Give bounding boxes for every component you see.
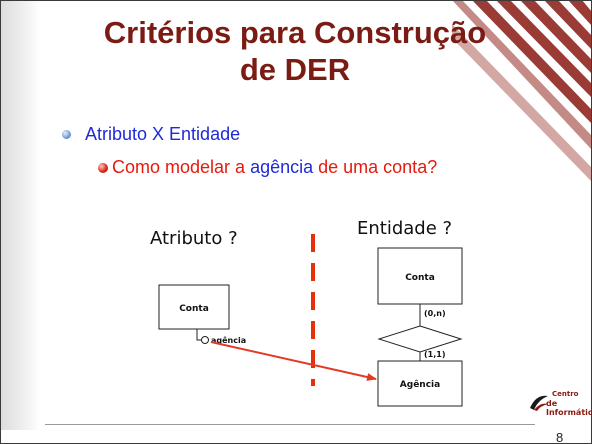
bullet-1-text: Atributo X Entidade	[85, 124, 241, 144]
entity-heading: Entidade ?	[357, 218, 453, 239]
bullet-2-part-1: Como modelar a	[112, 157, 251, 177]
slide-title: Critérios para Construção de DER	[60, 14, 530, 88]
right-top-entity-label: Conta	[405, 273, 435, 283]
attribute-circle-icon	[201, 336, 209, 344]
bullet-2-text: Como modelar a agência de uma conta?	[112, 157, 437, 178]
bullet-2-highlight: agência	[250, 157, 314, 177]
title-line-1: Critérios para Construção	[103, 15, 487, 50]
left-gradient-bar	[0, 0, 40, 430]
attribute-heading: Atributo ?	[150, 228, 238, 249]
left-entity-label: Conta	[179, 304, 209, 314]
title-line-2: de DER	[239, 52, 351, 87]
blue-bullet-icon	[62, 130, 71, 139]
footer-divider	[45, 424, 535, 425]
right-bottom-entity-label: Agência	[400, 379, 440, 390]
attribute-connector	[196, 329, 202, 341]
logo-text: Centro de Informática	[546, 390, 592, 417]
bullet-2-part-2: de uma conta?	[313, 157, 438, 177]
attribute-label: agência	[211, 335, 246, 345]
logo-line-1: Centro	[552, 390, 579, 398]
left-entity-conta	[158, 284, 230, 330]
page-number: 8	[556, 430, 564, 444]
conversion-arrow	[210, 341, 377, 381]
centro-de-informatica-logo: Centro de Informática	[528, 388, 592, 417]
cardinality-bottom: (1,1)	[424, 350, 445, 359]
red-bullet-icon	[98, 162, 108, 173]
right-entity-agencia	[377, 360, 463, 407]
cardinality-top: (0,n)	[424, 309, 446, 318]
logo-line-2: de Informática	[546, 399, 592, 417]
bullet-level-2: Como modelar a agência de uma conta?	[98, 157, 437, 178]
logo-mark-icon	[530, 395, 548, 411]
bullet-level-1: Atributo X Entidade	[62, 124, 240, 145]
corner-stripe-decoration	[452, 0, 592, 182]
